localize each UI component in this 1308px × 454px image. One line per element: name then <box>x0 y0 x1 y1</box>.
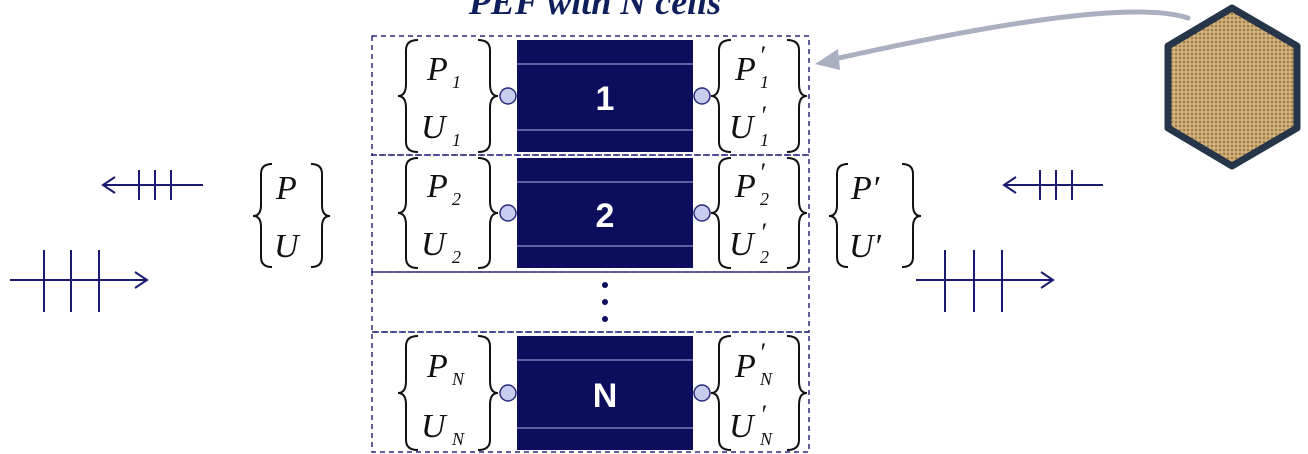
cell-1-u-sub: 1 <box>452 130 461 150</box>
cell-2-label: 2 <box>596 197 615 235</box>
svg-text:′: ′ <box>760 218 766 247</box>
cell-1-label: 1 <box>596 80 615 118</box>
cell-2-left-port-icon <box>499 204 517 222</box>
cell-1-left-port-icon <box>499 87 517 105</box>
cell-2-p-sub: 2 <box>452 189 461 209</box>
frame-ellipsis <box>371 271 810 333</box>
frame-cell-n <box>371 331 810 453</box>
cell-n-right-port-icon <box>693 384 711 402</box>
cell-2-u-sub: 2 <box>452 247 461 267</box>
ellipsis-dots <box>602 282 608 322</box>
cell-n: N P N U N P ′ N U ′ N <box>397 335 808 451</box>
right-vector-u: U′ <box>849 228 882 265</box>
cell-2-up: U <box>729 226 756 263</box>
svg-text:′: ′ <box>760 101 766 130</box>
left-vector: P U <box>252 163 331 268</box>
cell-n-label: N <box>593 377 618 415</box>
right-vector-p: P′ <box>850 170 880 207</box>
svg-text:′: ′ <box>760 400 766 429</box>
svg-text:′: ′ <box>759 158 765 187</box>
cell-1-u: U <box>421 109 448 146</box>
cell-2-right-port-icon <box>693 204 711 222</box>
left-vector-p: P <box>275 170 297 207</box>
cell-1-up: U <box>729 109 756 146</box>
frame-cell-2 <box>371 154 810 273</box>
left-arrow-icon <box>101 170 203 200</box>
cell-1-up-sub: 1 <box>760 130 769 150</box>
cell-2-pp-sub: 2 <box>760 189 769 209</box>
dashed-frames <box>371 35 810 453</box>
cell-1-p: P <box>426 51 448 88</box>
cell-2-up-sub: 2 <box>760 247 769 267</box>
cell-2-p: P <box>426 168 448 205</box>
fabric-hexagon-icon <box>1164 4 1301 170</box>
cell-1-pp: P <box>734 51 756 88</box>
right-arrow-right-side-icon <box>916 250 1055 312</box>
right-arrow-icon <box>10 250 149 312</box>
cell-n-u-sub: N <box>451 429 465 449</box>
cell-2-u: U <box>421 226 448 263</box>
cell-n-up: U <box>729 408 756 445</box>
cell-2-pp: P <box>734 168 756 205</box>
svg-text:′: ′ <box>759 41 765 70</box>
cell-1-pp-sub: 1 <box>760 72 769 92</box>
cell-n-p-sub: N <box>451 369 465 389</box>
cell-n-pp: P <box>734 348 756 385</box>
cell-n-u: U <box>421 408 448 445</box>
cell-n-pp-sub: N <box>759 369 773 389</box>
cell-1: 1 P 1 U 1 P ′ 1 U ′ 1 <box>397 39 808 153</box>
svg-text:′: ′ <box>759 338 765 367</box>
right-vector: P′ U′ <box>828 163 922 268</box>
cell-n-up-sub: N <box>759 429 773 449</box>
cell-n-p: P <box>426 348 448 385</box>
cell-n-left-port-icon <box>499 384 517 402</box>
cell-1-p-sub: 1 <box>452 72 461 92</box>
left-vector-u: U <box>274 228 301 265</box>
pointer-arrow-icon <box>815 9 1191 70</box>
left-arrow-right-side-icon <box>1002 170 1103 200</box>
cell-1-right-port-icon <box>693 87 711 105</box>
cell-2: 2 P 2 U 2 P ′ 2 U ′ 2 <box>397 157 808 269</box>
diagram-title: PEF with N cells <box>468 0 721 22</box>
